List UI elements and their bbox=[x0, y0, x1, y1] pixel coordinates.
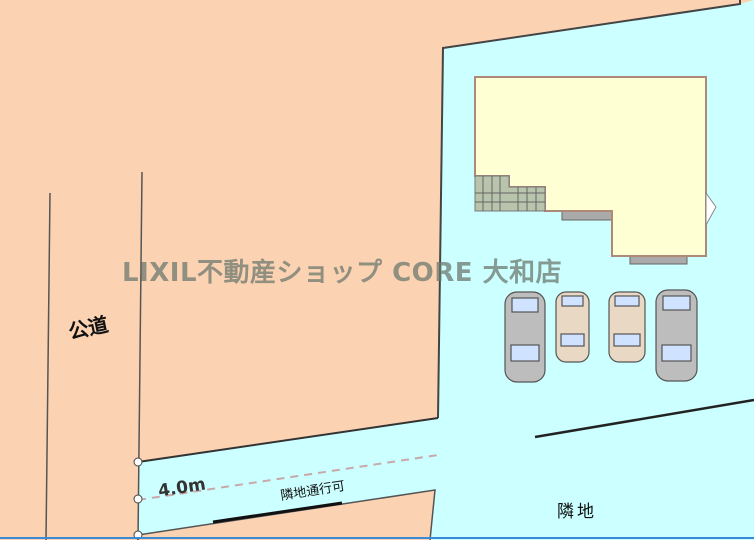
boundary-marker bbox=[133, 457, 143, 467]
strip-bottom-bold bbox=[212, 501, 343, 524]
watermark: LIXIL不動産ショップ CORE 大和店 bbox=[122, 258, 563, 288]
road-edge-right bbox=[137, 171, 143, 540]
car-icon bbox=[555, 291, 590, 363]
car-icon bbox=[504, 291, 546, 383]
centerline bbox=[137, 454, 439, 501]
neighbor-boundary bbox=[534, 398, 754, 439]
car-icon bbox=[608, 291, 646, 363]
lot-boundary bbox=[437, 0, 741, 419]
strip-bottom-line bbox=[137, 489, 436, 540]
road-edge-left bbox=[45, 192, 51, 540]
boundary-marker bbox=[133, 494, 143, 504]
parking-spaces bbox=[504, 289, 698, 383]
neighbor-label: 隣地 bbox=[557, 502, 597, 522]
strip-top-line bbox=[137, 417, 439, 463]
house-footprint bbox=[474, 76, 717, 265]
car-icon bbox=[655, 289, 698, 382]
